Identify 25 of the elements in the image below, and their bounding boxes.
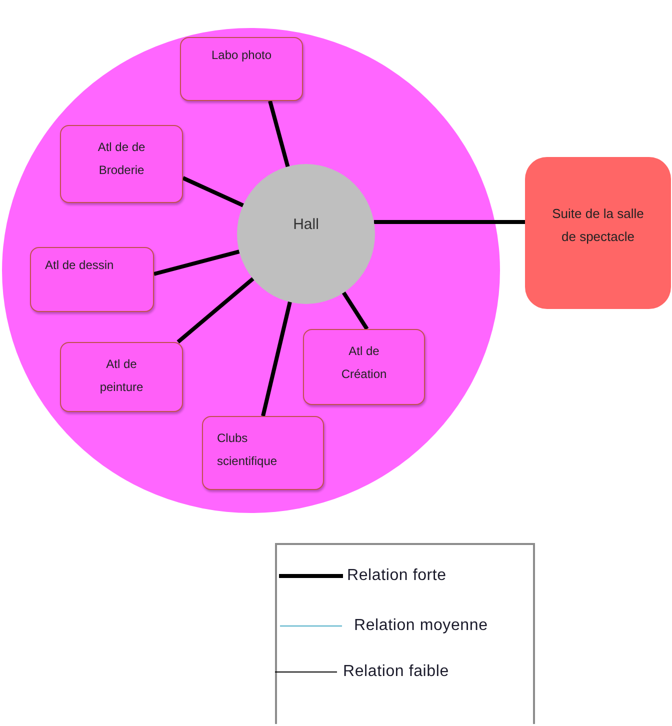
room-box — [525, 157, 671, 309]
room-box — [60, 342, 183, 412]
node-label: Atl de dessin — [45, 258, 114, 274]
node-label: Labo photo — [211, 48, 272, 64]
node-label: Atl de Création — [340, 343, 388, 383]
connector-line — [261, 300, 292, 416]
connector-line — [268, 100, 290, 168]
node-label: Atl de de Broderie — [96, 139, 146, 179]
node-label: Atl de peinture — [98, 356, 144, 396]
room-box — [60, 125, 183, 203]
connector-line — [154, 250, 240, 276]
node-label: Suite de la salle de spectacle — [551, 205, 645, 246]
legend-label: Relation forte — [347, 567, 446, 585]
connector-line — [342, 290, 369, 330]
node-label: Clubs scientifique — [217, 430, 278, 470]
room-box — [30, 247, 154, 312]
legend-label: Relation moyenne — [354, 617, 488, 635]
connector-line — [176, 276, 255, 344]
room-box — [202, 416, 324, 490]
room-box — [303, 329, 425, 405]
legend-label: Relation faible — [343, 663, 449, 681]
connector-line — [182, 176, 244, 208]
node-label: Hall — [293, 216, 319, 235]
room-box — [180, 37, 303, 101]
connector-line — [374, 220, 525, 224]
